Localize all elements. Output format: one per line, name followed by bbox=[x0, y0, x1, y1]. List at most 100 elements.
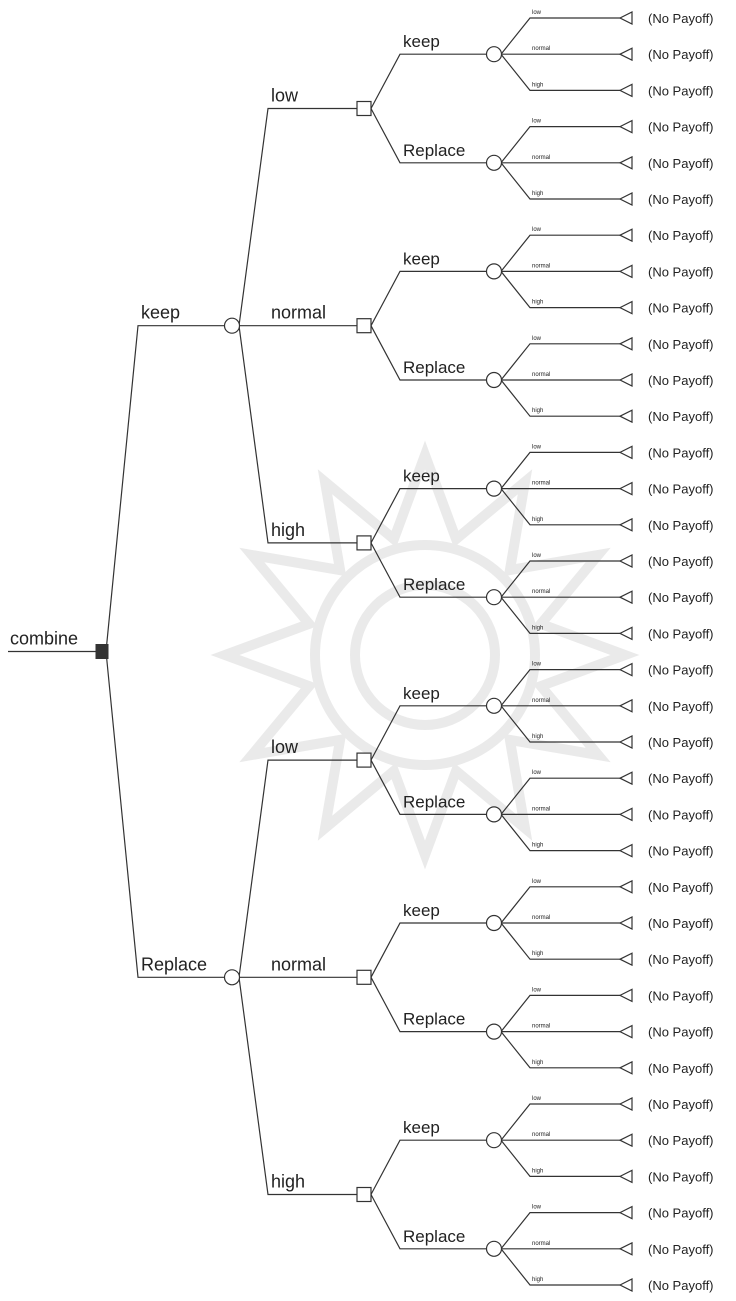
payoff-label: (No Payoff) bbox=[648, 554, 714, 569]
payoff-label: (No Payoff) bbox=[648, 771, 714, 786]
outcome-edge bbox=[500, 343, 620, 381]
outcome-label: normal bbox=[532, 589, 550, 595]
terminal-node bbox=[618, 1097, 633, 1111]
outcome-edge bbox=[500, 1139, 620, 1177]
payoff-label: (No Payoff) bbox=[648, 1097, 714, 1112]
terminal-node bbox=[618, 1024, 633, 1039]
chance-node bbox=[485, 154, 503, 171]
branch-edge bbox=[370, 705, 494, 761]
decision-node bbox=[356, 318, 372, 334]
branch-edge bbox=[105, 651, 232, 978]
outcome-label: high bbox=[532, 408, 543, 414]
outcome-label: high bbox=[532, 191, 543, 197]
branch-label: keep bbox=[403, 249, 440, 268]
outcome-edge bbox=[500, 271, 620, 309]
outcome-edge bbox=[500, 234, 620, 272]
payoff-label: (No Payoff) bbox=[648, 1242, 714, 1257]
terminal-node bbox=[618, 481, 633, 496]
branch-label: normal bbox=[271, 303, 326, 323]
terminal-node bbox=[618, 988, 633, 1003]
outcome-label: low bbox=[532, 879, 542, 885]
outcome-label: low bbox=[532, 770, 542, 776]
outcome-label: normal bbox=[532, 698, 550, 704]
branch-label: Replace bbox=[403, 1010, 465, 1029]
branch-label: Replace bbox=[403, 575, 465, 594]
branch-edge bbox=[370, 270, 494, 326]
branch-edge bbox=[370, 488, 494, 544]
outcome-label: high bbox=[532, 1060, 543, 1066]
terminal-node bbox=[618, 11, 633, 25]
outcome-edge bbox=[500, 1103, 620, 1141]
terminal-node bbox=[618, 554, 633, 568]
branch-edge bbox=[370, 108, 494, 164]
branch-label: low bbox=[271, 737, 299, 757]
branch-label: normal bbox=[271, 954, 326, 974]
terminal-node bbox=[618, 843, 633, 858]
outcome-label: low bbox=[532, 227, 542, 233]
terminal-node bbox=[618, 1060, 633, 1075]
outcome-label: high bbox=[532, 517, 543, 523]
payoff-label: (No Payoff) bbox=[648, 952, 714, 967]
terminal-node bbox=[618, 300, 633, 315]
outcome-label: low bbox=[532, 10, 542, 16]
payoff-label: (No Payoff) bbox=[648, 120, 714, 135]
chance-node bbox=[485, 589, 503, 606]
branch-edge bbox=[370, 325, 494, 381]
outcome-edge bbox=[500, 560, 620, 598]
outcome-label: low bbox=[532, 119, 542, 125]
chance-node bbox=[485, 1240, 503, 1257]
outcome-label: low bbox=[532, 336, 542, 342]
chance-node bbox=[223, 969, 241, 986]
decision-node bbox=[356, 535, 372, 551]
outcome-label: low bbox=[532, 444, 542, 450]
branch-edge bbox=[370, 1139, 494, 1195]
branch-label: high bbox=[271, 520, 305, 540]
chance-node bbox=[485, 914, 503, 932]
outcome-label: normal bbox=[532, 372, 550, 378]
outcome-label: normal bbox=[532, 806, 550, 812]
outcome-label: high bbox=[532, 1277, 543, 1283]
branch-edge bbox=[370, 53, 494, 109]
outcome-label: normal bbox=[532, 1132, 550, 1138]
outcome-label: high bbox=[532, 625, 543, 631]
chance-node bbox=[485, 806, 503, 823]
outcome-edge bbox=[500, 379, 620, 417]
chance-node bbox=[485, 46, 503, 63]
branch-label: keep bbox=[403, 684, 440, 703]
payoff-label: (No Payoff) bbox=[648, 699, 714, 714]
terminal-node bbox=[618, 590, 633, 605]
terminal-node bbox=[618, 1241, 633, 1256]
branch-label: Replace bbox=[403, 358, 465, 377]
root-label: combine bbox=[10, 629, 78, 649]
payoff-label: (No Payoff) bbox=[648, 1278, 714, 1293]
payoff-label: (No Payoff) bbox=[648, 83, 714, 98]
outcome-edge bbox=[500, 53, 620, 91]
terminal-node bbox=[618, 735, 633, 749]
payoff-label: (No Payoff) bbox=[648, 445, 714, 460]
terminal-node bbox=[618, 626, 633, 641]
payoff-label: (No Payoff) bbox=[648, 47, 714, 62]
branch-edge bbox=[370, 542, 494, 598]
outcome-edge bbox=[500, 488, 620, 526]
outcome-edge bbox=[500, 1212, 620, 1250]
outcome-edge bbox=[500, 1248, 620, 1286]
outcome-edge bbox=[500, 777, 620, 815]
chance-node bbox=[223, 317, 241, 334]
watermark-rosette bbox=[210, 440, 640, 870]
decision-node bbox=[356, 969, 372, 985]
outcome-label: normal bbox=[532, 1024, 550, 1030]
decision-node-root bbox=[95, 644, 109, 659]
payoff-label: (No Payoff) bbox=[648, 1206, 714, 1221]
payoff-label: (No Payoff) bbox=[648, 626, 714, 641]
outcome-edge bbox=[500, 705, 620, 743]
outcome-label: low bbox=[532, 1096, 542, 1102]
payoff-label: (No Payoff) bbox=[648, 228, 714, 243]
outcome-label: high bbox=[532, 951, 543, 957]
terminal-node bbox=[618, 373, 633, 387]
outcome-label: normal bbox=[532, 915, 550, 921]
outcome-label: low bbox=[532, 1205, 542, 1211]
payoff-label: (No Payoff) bbox=[648, 192, 714, 207]
outcome-label: high bbox=[532, 843, 543, 849]
outcome-edge bbox=[500, 1031, 620, 1069]
payoff-label: (No Payoff) bbox=[648, 1061, 714, 1076]
